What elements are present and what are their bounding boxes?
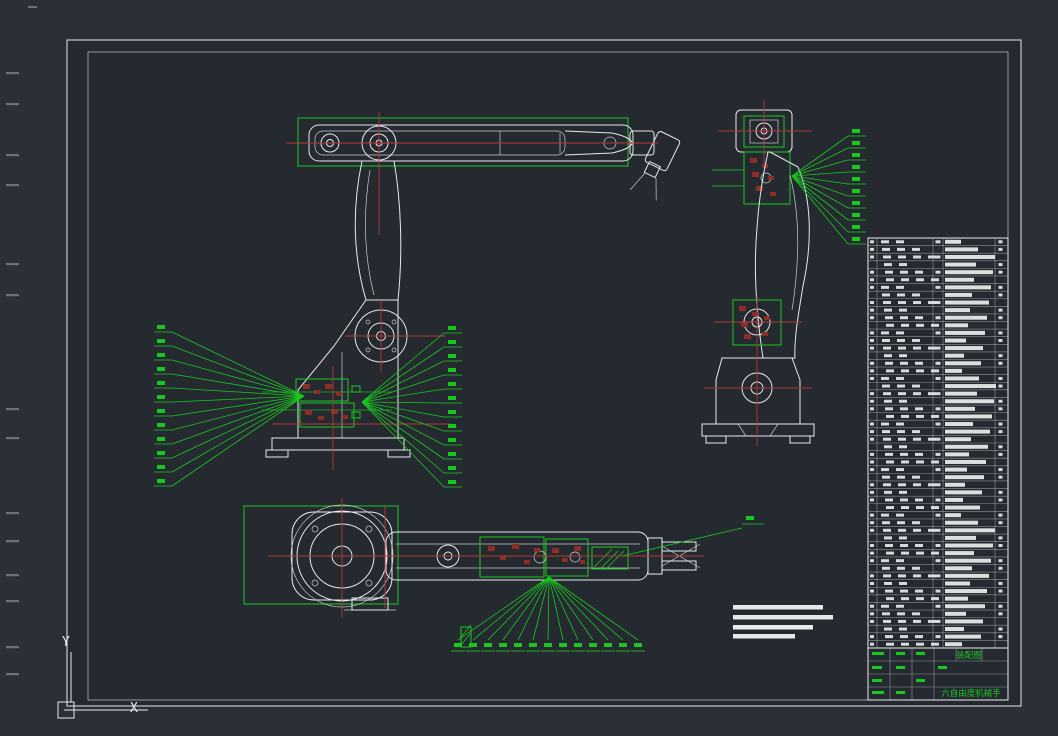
title-block-doc-code: 装配图 [956,650,982,661]
ucs-y-label: Y [62,635,70,650]
drawing-frame [67,40,1021,706]
title-block-product-name: 六自由度机械手 [941,688,1001,699]
ucs-x-label: X [130,701,138,716]
edge-marks [6,6,37,675]
